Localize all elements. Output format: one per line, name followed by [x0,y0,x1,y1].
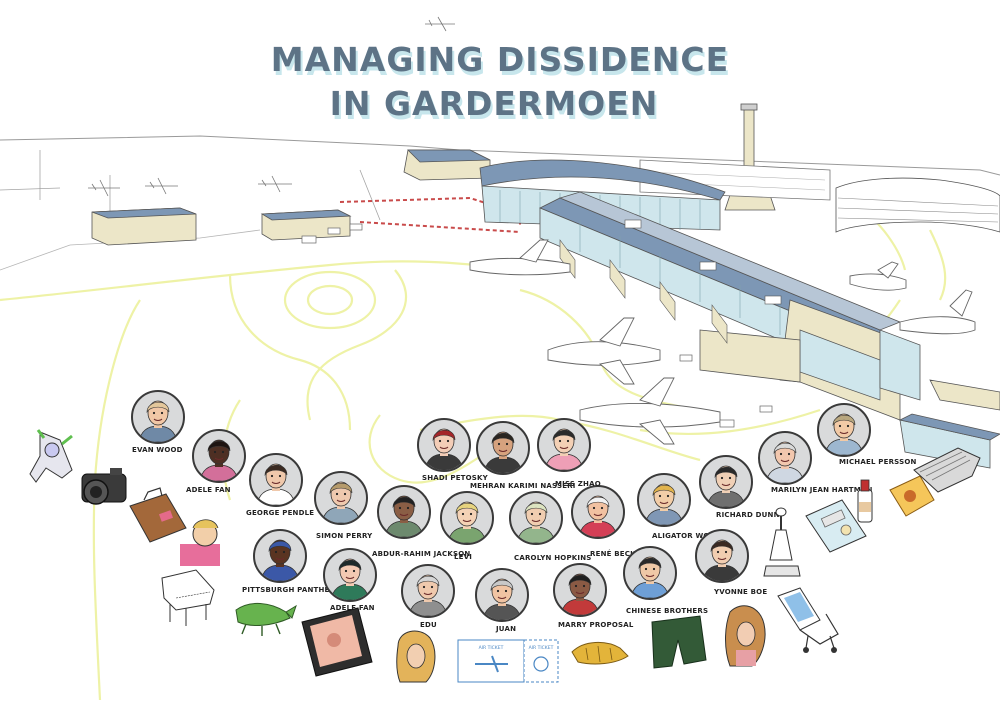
face-icon [765,441,805,483]
face-icon [644,483,684,525]
face-icon [256,463,296,505]
person-name-label: EDU [420,621,437,629]
face-icon [138,400,178,442]
portrait-17 [401,564,455,618]
person-name-label: ADELE FAN [330,604,375,612]
face-icon [447,501,487,543]
face-icon [321,481,361,523]
portrait-2 [249,453,303,507]
ground-vehicles [301,223,773,428]
portrait-16 [323,548,377,602]
person-name-label: RENÉ BECKER [590,550,647,558]
background-planes [88,16,455,197]
portrait-19 [553,563,607,617]
person-name-label: ABDUR-RAHIM JACKSON [372,550,471,558]
person-name-label: PITTSBURGH PANTHERS [242,586,341,594]
person-name-label: YVONNE BOE [714,588,768,596]
face-icon [330,558,370,600]
parked-planes [469,239,976,445]
portrait-4 [377,485,431,539]
portrait-9 [699,455,753,509]
person-name-label: MARRY PROPOSAL [558,621,634,629]
face-icon [560,573,600,615]
person-name-label: ALIGATOR WOMAN [652,532,729,540]
portrait-20 [623,546,677,600]
main-terminal [403,149,1000,469]
control-tower [724,103,776,211]
hotel-building [639,159,1000,233]
portrait-6 [509,491,563,545]
portrait-18 [475,568,529,622]
person-name-label: GEORGE PENDLE [246,509,315,517]
face-icon [483,431,523,473]
portrait-13 [476,421,530,475]
portrait-21 [695,529,749,583]
face-icon [706,465,746,507]
person-name-label: MICHAEL PERSSON [839,458,917,466]
portrait-5 [440,491,494,545]
face-icon [384,495,424,537]
person-name-label: SIMON PERRY [316,532,373,540]
person-name-label: LEVI [454,553,473,561]
person-name-label: CAROLYN HOPKINS [514,554,592,562]
person-name-label: MISS ZHAO [555,480,601,488]
face-icon [199,439,239,481]
portrait-0 [131,390,185,444]
person-name-label: EVAN WOOD [132,446,183,454]
person-name-label: MARILYN JEAN HARTMAN [771,486,873,494]
face-icon [544,428,584,470]
person-name-label: CHINESE BROTHERS [626,607,709,615]
face-icon [408,574,448,616]
portrait-3 [314,471,368,525]
portrait-14 [537,418,591,472]
portrait-1 [192,429,246,483]
face-icon [260,539,300,581]
person-name-label: ADELE FAN [186,486,231,494]
face-icon [702,539,742,581]
face-icon [424,428,464,470]
person-name-label: SHADI PETOSKY [422,474,488,482]
person-name-label: RICHARD DUNN [716,511,780,519]
face-icon [630,556,670,598]
portrait-8 [637,473,691,527]
face-icon [824,413,864,455]
person-name-label: JUAN [496,625,517,633]
poster-title-line-2: IN GARDERMOEN [329,84,659,123]
poster-title-line-1: MANAGING DISSIDENCE [270,40,730,79]
portrait-12 [417,418,471,472]
face-icon [482,578,522,620]
portrait-10 [758,431,812,485]
person-name-label: MEHRAN KARIMI NASSERI [470,482,576,490]
portrait-7 [571,485,625,539]
portrait-11 [817,403,871,457]
face-icon [516,501,556,543]
face-icon [578,495,618,537]
portrait-15 [253,529,307,583]
